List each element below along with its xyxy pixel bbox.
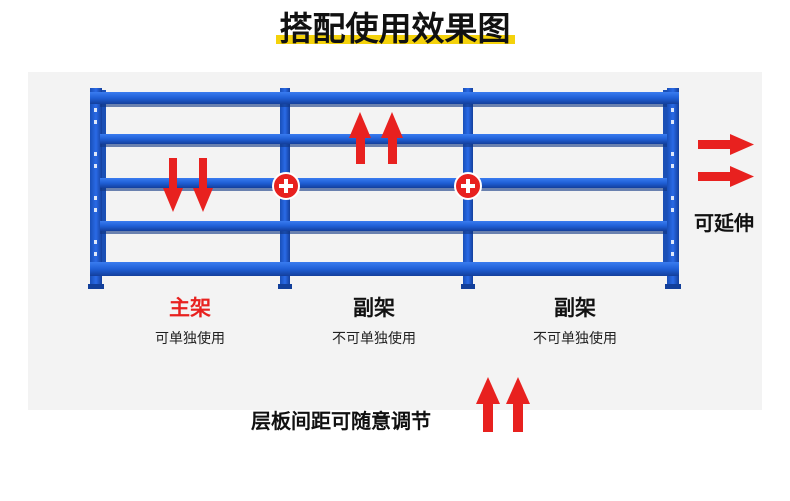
section-desc: 不可单独使用 bbox=[533, 331, 617, 347]
rack-feet bbox=[88, 284, 681, 289]
shelf-5 bbox=[90, 262, 679, 276]
section-desc: 可单独使用 bbox=[155, 331, 225, 347]
section-main: 主架 可单独使用 bbox=[120, 292, 260, 348]
post-1 bbox=[90, 88, 102, 288]
arrow-up-icon bbox=[349, 112, 403, 164]
post-4 bbox=[667, 88, 679, 288]
arrow-up-icon bbox=[476, 377, 530, 432]
arrow-down-icon bbox=[163, 158, 213, 212]
shelf-4 bbox=[100, 221, 667, 231]
title-text: 搭配使用效果图 bbox=[275, 2, 515, 50]
shelf-2 bbox=[100, 134, 667, 144]
section-desc: 不可单独使用 bbox=[332, 331, 416, 347]
section-secondary-2: 副架 不可单独使用 bbox=[503, 292, 647, 348]
shelf-3 bbox=[100, 178, 667, 188]
plus-connector-icon bbox=[454, 172, 482, 200]
section-name: 主架 bbox=[169, 296, 211, 320]
arrow-right-icon bbox=[698, 134, 754, 187]
shelf-1 bbox=[90, 92, 679, 104]
extend-label: 可延伸 bbox=[694, 211, 754, 235]
plus-connector-icon bbox=[272, 172, 300, 200]
page-title: 搭配使用效果图 bbox=[0, 2, 790, 50]
section-secondary-1: 副架 不可单独使用 bbox=[302, 292, 446, 348]
section-name: 副架 bbox=[554, 296, 596, 320]
rack-shelves bbox=[90, 92, 679, 276]
section-name: 副架 bbox=[353, 296, 395, 320]
adjust-label: 层板间距可随意调节 bbox=[251, 409, 431, 433]
